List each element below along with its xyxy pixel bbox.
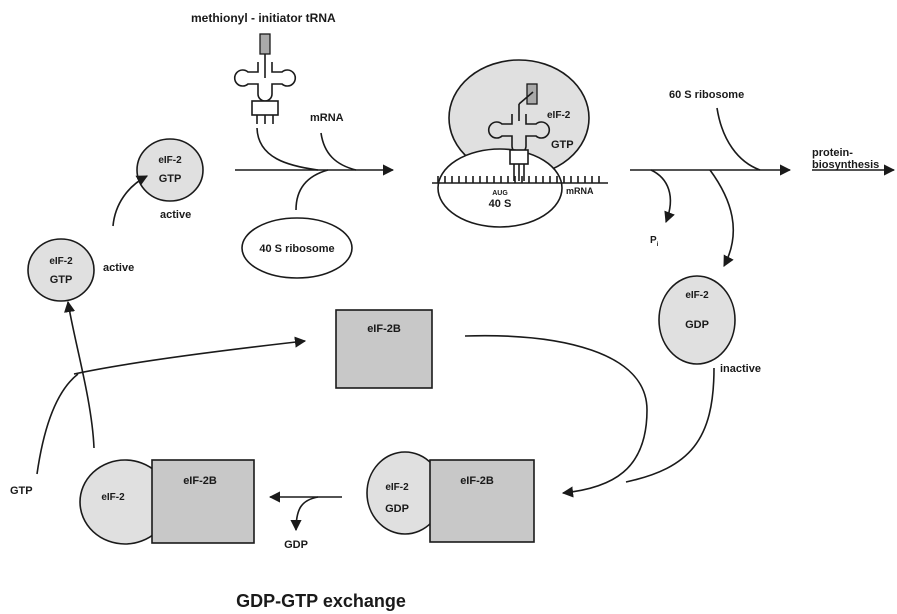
arrow-60s-join xyxy=(716,107,761,171)
complex-eif2-label: eIF-2 xyxy=(547,110,571,121)
complex-gtp-label: GTP xyxy=(551,139,574,151)
complex-mrna-ticks xyxy=(437,176,600,183)
arrow-trna-join xyxy=(256,127,319,171)
ribosome-40s-label: 40 S ribosome xyxy=(259,243,334,255)
gdp-output-label: GDP xyxy=(284,539,308,551)
inactive-label: inactive xyxy=(720,363,761,375)
complex-trna-symbol xyxy=(487,83,551,181)
pi-label: Pi xyxy=(650,235,659,248)
gdp-label-right: GDP xyxy=(685,319,709,331)
arrow-to-eif2-gdp xyxy=(709,169,735,267)
aug-label: AUG xyxy=(492,190,508,197)
arrow-40s-join xyxy=(295,169,329,211)
eif2b-label-bottom-right: eIF-2B xyxy=(460,475,494,487)
eif2-label-bottom-left: eIF-2 xyxy=(101,492,125,503)
ribosome-60s-label: 60 S ribosome xyxy=(669,89,744,101)
eif2-label-right: eIF-2 xyxy=(685,290,709,301)
eif2-label-top: eIF-2 xyxy=(158,155,182,166)
diagram-caption: GDP-GTP exchange xyxy=(236,591,406,611)
complex-trna-linker xyxy=(518,91,534,105)
mrna-top-label: mRNA xyxy=(310,112,344,124)
eif2b-box-bottom-right xyxy=(429,459,535,543)
pi-label-sub: i xyxy=(657,242,659,248)
arrow-gdp-release xyxy=(290,496,319,532)
complex-40s-oval xyxy=(437,148,563,228)
active-label-top: active xyxy=(160,209,191,221)
arrow-to-active-left xyxy=(64,300,95,449)
eif2b-label-middle: eIF-2B xyxy=(367,323,401,335)
ribosome-40s-oval xyxy=(241,217,353,279)
complex-trna-tag xyxy=(526,83,538,105)
initiator-trna-symbol xyxy=(233,33,297,124)
trna-label: methionyl - initiator tRNA xyxy=(191,11,336,25)
eif2b-label-bottom-left: eIF-2B xyxy=(183,475,217,487)
arrow-to-active-top xyxy=(112,175,148,227)
trna-methionine-tag xyxy=(259,33,271,55)
eif2b-box-middle xyxy=(335,309,433,389)
eif2-gtp-active-circle-top xyxy=(136,138,204,202)
eif2-gtp-active-circle-left xyxy=(27,238,95,302)
protein-label-line2: biosynthesis xyxy=(812,159,879,171)
arrow-eif2-gdp-join xyxy=(625,367,715,483)
protein-label-line1: protein- xyxy=(812,147,853,159)
arrow-to-eif2b-middle xyxy=(73,336,307,375)
gtp-label-top: GTP xyxy=(159,173,182,185)
subunit-40s-label: 40 S xyxy=(489,198,512,210)
eif2-label-bottom-right: eIF-2 xyxy=(385,482,409,493)
eif2b-box-bottom-left xyxy=(151,459,255,544)
gtp-label-left: GTP xyxy=(50,274,73,286)
eif2-label-left: eIF-2 xyxy=(49,256,73,267)
arrow-mrna-join xyxy=(320,132,357,171)
eif2-gdp-inactive-circle xyxy=(658,275,736,365)
arrow-gtp-input xyxy=(36,373,79,475)
gdp-label-bottom-right: GDP xyxy=(385,503,409,515)
complex-mrna-label: mRNA xyxy=(566,186,594,196)
gtp-input-label: GTP xyxy=(10,485,33,497)
arrow-pi-release xyxy=(650,169,675,224)
active-label-left: active xyxy=(103,262,134,274)
arrow-eif2b-to-complex xyxy=(464,334,648,498)
pi-label-main: P xyxy=(650,235,657,246)
